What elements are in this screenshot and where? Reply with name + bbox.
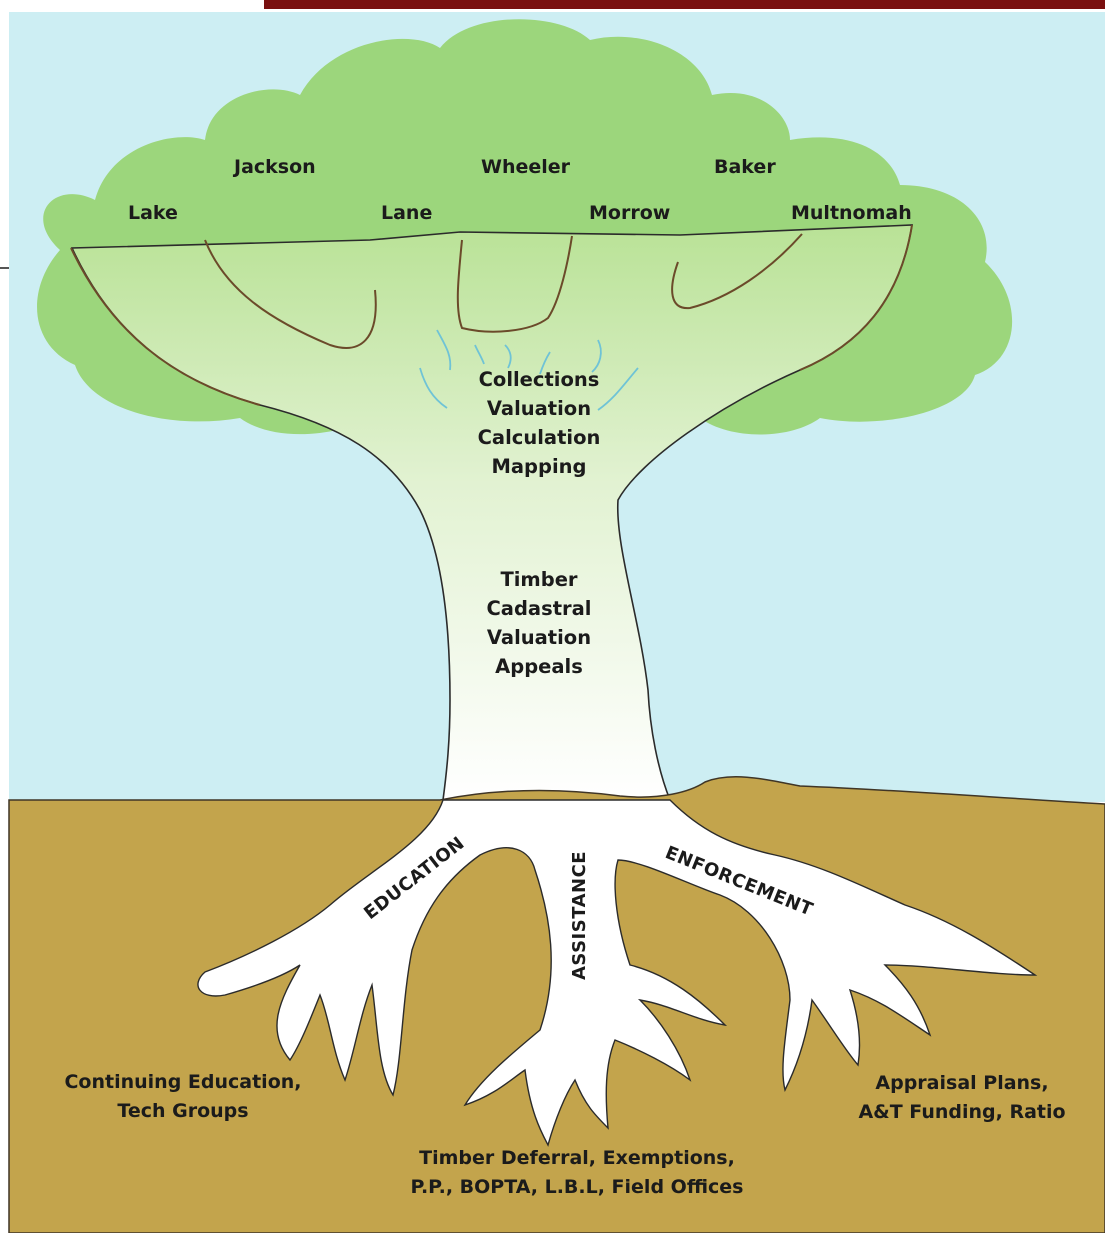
root-label-assistance: ASSISTANCE [569, 851, 590, 980]
county-label-wheeler: Wheeler [481, 156, 571, 178]
trunk-upper-item: Mapping [491, 455, 586, 478]
trunk-upper-item: Valuation [487, 397, 591, 420]
county-label-lane: Lane [381, 202, 432, 224]
ground-label-line: Timber Deferral, Exemptions, [419, 1147, 735, 1169]
top-border [264, 0, 1105, 9]
county-label-baker: Baker [714, 156, 776, 178]
trunk-upper-item: Collections [479, 368, 600, 391]
county-label-multnomah: Multnomah [791, 202, 912, 224]
ground-label-line: Continuing Education, [64, 1071, 301, 1093]
county-label-jackson: Jackson [232, 156, 316, 178]
county-label-morrow: Morrow [589, 202, 670, 224]
trunk-lower-item: Valuation [487, 626, 591, 649]
trunk-lower-item: Appeals [495, 655, 583, 678]
trunk-lower-item: Cadastral [487, 597, 592, 620]
ground-label-line: Appraisal Plans, [875, 1072, 1048, 1094]
ground-label-line: P.P., BOPTA, L.B.L, Field Offices [411, 1176, 744, 1198]
county-label-lake: Lake [128, 202, 178, 224]
trunk-upper-item: Calculation [478, 426, 601, 449]
ground-label-line: Tech Groups [117, 1100, 248, 1122]
ground-label-line: A&T Funding, Ratio [858, 1101, 1065, 1123]
trunk-lower-item: Timber [500, 568, 577, 591]
